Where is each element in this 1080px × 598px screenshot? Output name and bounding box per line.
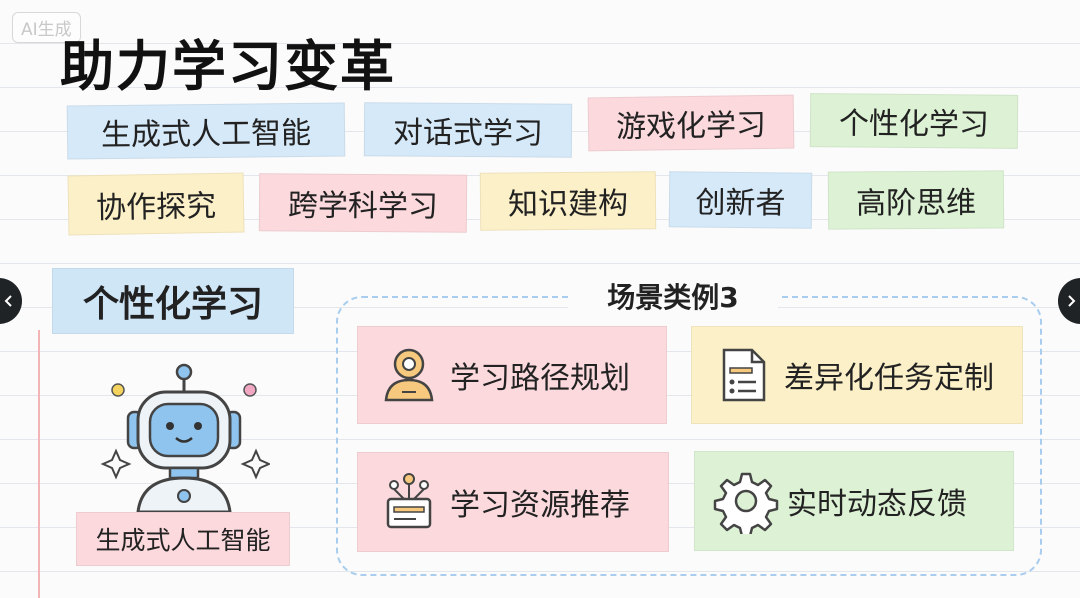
card-realtime-feedback: 实时动态反馈 [694, 451, 1014, 551]
user-path-icon [384, 348, 434, 402]
card-learning-path-planning: 学习路径规划 [357, 326, 667, 424]
tag-collaborative-inquiry: 协作探究 [67, 172, 245, 236]
card-label: 实时动态反馈 [787, 487, 967, 522]
page-title: 助力学习变革 [60, 35, 396, 98]
card-differentiated-task: 差异化任务定制 [691, 326, 1023, 424]
tag-gamified-learning: 游戏化学习 [587, 94, 795, 152]
card-label: 学习资源推荐 [450, 488, 630, 523]
tag-dialogue-learning: 对话式学习 [363, 102, 573, 158]
gear-icon [713, 472, 779, 534]
prev-slide-button[interactable] [0, 278, 22, 324]
robot-label: 生成式人工智能 [76, 512, 290, 566]
card-label: 学习路径规划 [450, 361, 630, 396]
card-resource-recommendation: 学习资源推荐 [357, 452, 669, 552]
tag-innovator: 创新者 [668, 171, 813, 229]
document-list-icon [722, 348, 766, 402]
network-resource-icon [386, 473, 432, 529]
next-slide-button[interactable] [1058, 278, 1080, 324]
chevron-right-icon [1068, 295, 1076, 307]
ai-generated-watermark: AI生成 [12, 12, 81, 43]
tag-personalized-learning: 个性化学习 [809, 93, 1019, 149]
tag-interdisciplinary-learning: 跨学科学习 [258, 173, 468, 233]
robot-icon [100, 363, 270, 512]
chevron-left-icon [4, 295, 12, 307]
section-title: 个性化学习 [52, 268, 294, 334]
tag-generative-ai: 生成式人工智能 [66, 102, 346, 160]
margin-line [38, 330, 40, 598]
scene-label: 场景类例3 [568, 276, 778, 316]
tag-knowledge-construction: 知识建构 [479, 171, 657, 231]
tag-higher-order-thinking: 高阶思维 [827, 170, 1005, 230]
card-label: 差异化任务定制 [784, 361, 994, 396]
